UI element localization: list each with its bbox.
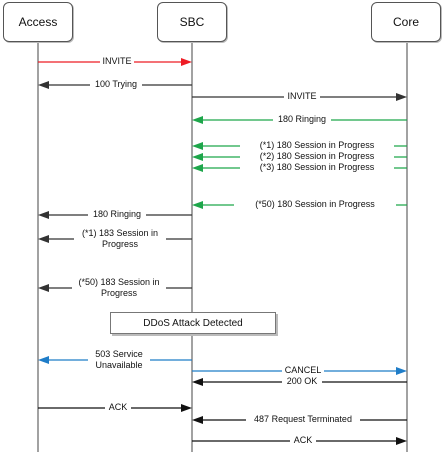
arrowhead-icon: [396, 367, 407, 375]
arrowhead-icon: [396, 93, 407, 101]
message-label: CANCEL: [282, 365, 324, 376]
ddos-attack-note: DDoS Attack Detected: [110, 312, 276, 334]
participant-core: Core: [371, 2, 441, 42]
message-label: INVITE: [284, 91, 320, 102]
message-label: (*3) 180 Session in Progress: [240, 162, 394, 173]
participant-sbc: SBC: [157, 2, 227, 42]
participant-access: Access: [3, 2, 73, 42]
arrowhead-icon: [38, 284, 49, 292]
message-label: (*1) 183 Session in Progress: [74, 228, 166, 250]
message-label: 487 Request Terminated: [246, 414, 360, 425]
message-label: ACK: [105, 402, 131, 413]
arrowhead-icon: [38, 211, 49, 219]
arrowhead-icon: [38, 81, 49, 89]
message-label: 180 Ringing: [88, 209, 146, 220]
message-label: (*50) 180 Session in Progress: [234, 199, 396, 210]
message-label: 200 OK: [282, 376, 322, 387]
arrowhead-icon: [192, 164, 203, 172]
message-label: ACK: [290, 435, 316, 446]
arrowhead-icon: [192, 116, 203, 124]
arrowhead-icon: [181, 404, 192, 412]
message-label: INVITE: [100, 56, 134, 67]
arrowhead-icon: [396, 437, 407, 445]
arrowhead-icon: [38, 235, 49, 243]
arrowhead-icon: [192, 378, 203, 386]
message-label: (*2) 180 Session in Progress: [240, 151, 394, 162]
message-label: (*1) 180 Session in Progress: [240, 140, 394, 151]
message-label: 180 Ringing: [273, 114, 331, 125]
arrowhead-icon: [181, 58, 192, 66]
arrowhead-icon: [192, 201, 203, 209]
arrowhead-icon: [38, 356, 49, 364]
arrowhead-icon: [192, 142, 203, 150]
message-label: (*50) 183 Session in Progress: [72, 277, 166, 299]
message-label: 503 Service Unavailable: [88, 349, 150, 371]
arrowhead-icon: [192, 416, 203, 424]
message-label: 100 Trying: [90, 79, 142, 90]
arrowhead-icon: [192, 153, 203, 161]
